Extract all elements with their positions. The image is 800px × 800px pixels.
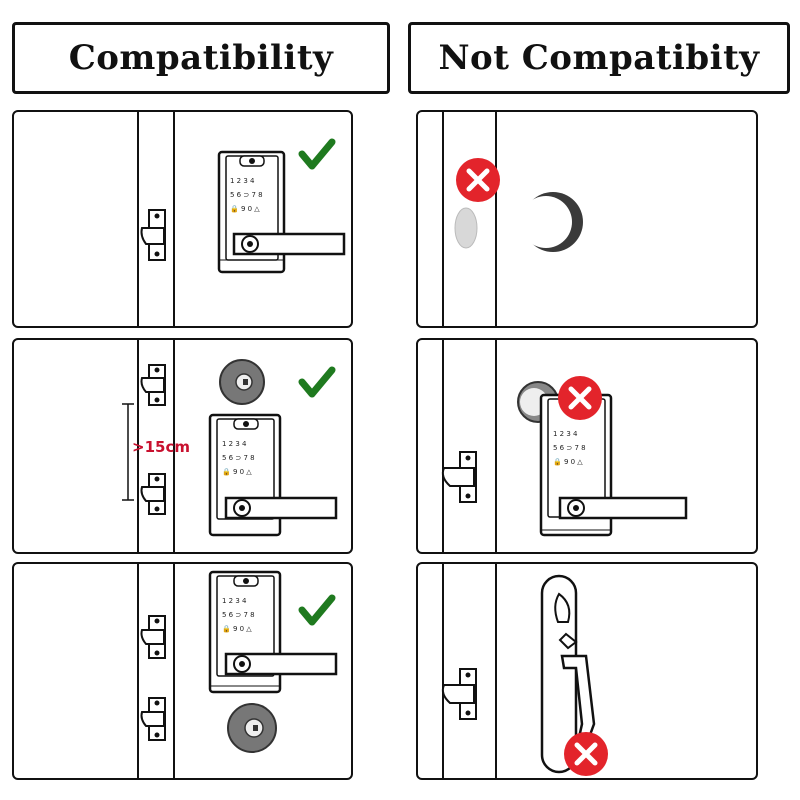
distance-bracket xyxy=(122,403,134,501)
escutcheon-plate xyxy=(540,574,596,774)
keypad-row-1: 1 2 3 4 xyxy=(222,440,247,448)
latch-plate xyxy=(441,668,477,720)
compatible-panel-deadbolt-below: 1 2 3 4 5 6 ⊃ 7 8 🔒 9 0 △ xyxy=(12,562,353,780)
check-icon xyxy=(298,138,336,170)
not-compatible-header: Not Compatibity xyxy=(408,22,790,94)
deadbolt-knob xyxy=(219,359,265,405)
keypad-row-1: 1 2 3 4 xyxy=(230,177,255,185)
keypad-lever-lock: 1 2 3 4 5 6 ⊃ 7 8 🔒 9 0 △ xyxy=(208,570,338,694)
incompatible-panel-round-bore xyxy=(416,110,758,328)
keypad-row-3: 🔒 9 0 △ xyxy=(222,468,252,476)
deadbolt-knob xyxy=(227,703,277,753)
latch-plate xyxy=(441,451,477,503)
round-bore-hole xyxy=(520,192,583,252)
compatibility-header: Compatibility xyxy=(12,22,390,94)
compatible-panel-single-latch-drawing: 1 2 3 4 5 6 ⊃ 7 8 🔒 9 0 △ xyxy=(137,112,346,326)
compatible-panel-spaced-deadbolt: >15cm 1 2 3 4 5 6 ⊃ 7 8 🔒 9 0 △ xyxy=(12,338,353,554)
keypad-lever-lock: 1 2 3 4 5 6 ⊃ 7 8 🔒 9 0 △ xyxy=(208,413,338,537)
compatibility-title: Compatibility xyxy=(68,38,334,78)
cross-icon xyxy=(558,376,602,420)
not-compatible-title: Not Compatibity xyxy=(438,38,760,78)
upper-latch-plate xyxy=(140,364,166,406)
incompatible-panel-overlapping-deadbolt-drawing: 1 2 3 4 5 6 ⊃ 7 8 🔒 9 0 △ xyxy=(441,340,688,552)
keypad-row-3: 🔒 9 0 △ xyxy=(553,458,583,466)
keypad-row-3: 🔒 9 0 △ xyxy=(230,205,260,213)
keypad-row-2: 5 6 ⊃ 7 8 xyxy=(222,454,255,462)
incompatible-panel-escutcheon-lever-drawing xyxy=(441,564,608,778)
keypad-row-1: 1 2 3 4 xyxy=(222,597,247,605)
keypad-row-2: 5 6 ⊃ 7 8 xyxy=(230,191,263,199)
edge-bore xyxy=(454,207,478,249)
compatible-panel-spaced-deadbolt-drawing: >15cm 1 2 3 4 5 6 ⊃ 7 8 🔒 9 0 △ xyxy=(122,340,338,552)
keypad-row-2: 5 6 ⊃ 7 8 xyxy=(553,444,586,452)
check-icon xyxy=(298,366,336,398)
cross-icon xyxy=(564,732,608,776)
check-icon xyxy=(298,594,336,626)
keypad-lever-lock: 1 2 3 4 5 6 ⊃ 7 8 🔒 9 0 △ xyxy=(539,393,688,537)
incompatible-panel-escutcheon-lever xyxy=(416,562,758,780)
compatible-panel-single-latch: 1 2 3 4 5 6 ⊃ 7 8 🔒 9 0 △ xyxy=(12,110,353,328)
keypad-row-2: 5 6 ⊃ 7 8 xyxy=(222,611,255,619)
latch-plate xyxy=(140,209,166,261)
keypad-lever-lock: 1 2 3 4 5 6 ⊃ 7 8 🔒 9 0 △ xyxy=(217,150,346,274)
incompatible-panel-round-bore-drawing xyxy=(442,112,583,326)
lower-latch-plate xyxy=(140,697,166,741)
distance-label: >15cm xyxy=(132,438,190,456)
keypad-row-1: 1 2 3 4 xyxy=(553,430,578,438)
upper-latch-plate xyxy=(140,615,166,659)
cross-icon xyxy=(456,158,500,202)
compatible-panel-deadbolt-below-drawing: 1 2 3 4 5 6 ⊃ 7 8 🔒 9 0 △ xyxy=(137,564,338,778)
lower-latch-plate xyxy=(140,473,166,515)
incompatible-panel-overlapping-deadbolt: 1 2 3 4 5 6 ⊃ 7 8 🔒 9 0 △ xyxy=(416,338,758,554)
keypad-row-3: 🔒 9 0 △ xyxy=(222,625,252,633)
